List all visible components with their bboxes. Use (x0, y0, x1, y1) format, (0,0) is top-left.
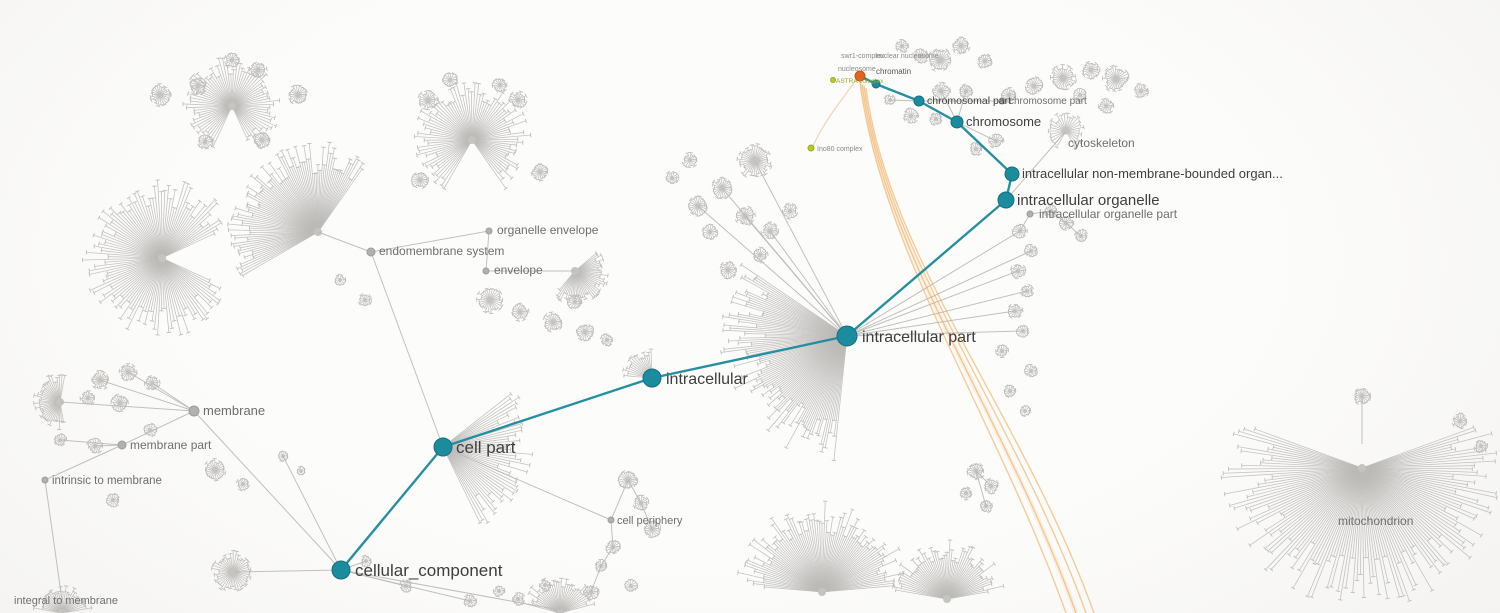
orange-link-bundle (812, 79, 1095, 613)
node-label-integral-to-membrane: integral to membrane (14, 595, 118, 607)
node-label-chromosomal-part: chromosomal part (927, 95, 1011, 107)
node-label-cytoskeleton: cytoskeleton (1068, 136, 1135, 150)
graph-node-intracellular-non-membrane-bounded-organelle[interactable] (1004, 166, 1020, 182)
node-label-membrane: membrane (203, 403, 265, 418)
tiny-cluster-label: nuclear nucleosome (876, 53, 939, 60)
node-label-cell-periphery: cell periphery (617, 515, 683, 527)
graph-node-intracellular-part[interactable] (836, 325, 858, 347)
node-label-membrane-part: membrane part (130, 438, 212, 452)
tiny-cluster-label: chromatin (876, 67, 911, 76)
graph-node-cellular-component[interactable] (331, 560, 351, 580)
node-label-cell-part: cell part (456, 438, 516, 457)
graph-node-intracellular[interactable] (642, 368, 662, 388)
orange-link-short (812, 79, 857, 147)
orange-link (863, 85, 1087, 613)
graph-labels: cellular_component cell part intracellular… (14, 53, 1413, 607)
path-edge-cellular-component--cell-part (340, 446, 444, 571)
graph-node-nucleosome-cluster[interactable] (871, 79, 881, 89)
node-label-mitochondrion: mitochondrion (1338, 514, 1413, 528)
node-label-intracellular-organelle: intracellular organelle (1017, 192, 1160, 209)
orange-link-glow (859, 83, 1079, 613)
graph-node-chromosome[interactable] (950, 115, 964, 129)
graph-node-astra-node[interactable] (830, 77, 836, 83)
graph-node-ino80-node[interactable] (807, 144, 815, 152)
node-label-chromosome-part: chromosome part (1009, 96, 1087, 107)
graph-node-endomembrane-system[interactable] (366, 247, 376, 257)
node-label-chromosome: chromosome (966, 114, 1041, 129)
graph-node-chromosome-part[interactable] (998, 97, 1006, 105)
graph-node-organelle-envelope[interactable] (485, 227, 493, 235)
tiny-cluster-label: Ino80 complex (817, 146, 863, 153)
graph-node-cell-periphery[interactable] (607, 516, 615, 524)
orange-link (865, 87, 1095, 613)
graph-node-membrane[interactable] (188, 405, 200, 417)
tiny-cluster-label: ASTRA complex (836, 78, 884, 85)
node-label-envelope: envelope (494, 263, 543, 277)
tiny-cluster-label: swr1-complex (841, 53, 885, 60)
node-label-organelle-envelope: organelle envelope (497, 223, 599, 237)
graph-node-chromosomal-part[interactable] (913, 95, 925, 107)
path-edge-intracellular--intracellular-part (651, 334, 848, 380)
path-edge-cell-part--intracellular (442, 376, 653, 449)
graph-node-nucleosome[interactable] (854, 70, 866, 82)
graph-nodes (41, 70, 1034, 580)
orange-link (861, 83, 1077, 613)
graph-node-envelope[interactable] (482, 267, 490, 275)
node-label-intracellular-organelle-part: intracellular organelle part (1039, 207, 1178, 221)
node-label-intracellular: intracellular (666, 371, 748, 388)
graph-node-intracellular-organelle[interactable] (997, 191, 1015, 209)
path-edge-intracellular-part--intracellular-organelle (846, 199, 1007, 337)
path-edge-chromosome--chromosomal-part (918, 99, 958, 124)
tiny-cluster-label: nucleosome (838, 66, 876, 73)
node-label-intracellular-non-membrane-bounded-organelle: intracellular non-membrane-bounded organ… (1022, 166, 1283, 181)
path-edge-chromosomal-part--nucleosome-cluster (875, 82, 920, 103)
graph-node-cell-part[interactable] (433, 437, 453, 457)
graph-node-intrinsic-to-membrane[interactable] (41, 476, 49, 484)
node-label-endomembrane-system: endomembrane system (379, 244, 504, 258)
graph-node-intracellular-organelle-part[interactable] (1026, 210, 1034, 218)
path-edge-intracellular-non-membrane-bounded-organelle--chromosome (956, 121, 1013, 175)
background-fan-clusters (32, 57, 1498, 613)
small-star-clusters (53, 36, 1489, 608)
node-label-intracellular-part: intracellular part (862, 329, 976, 346)
node-label-intrinsic-to-membrane: intrinsic to membrane (52, 475, 162, 487)
highlighted-path-edges (340, 74, 1014, 571)
orange-link (859, 81, 1067, 613)
graph-node-membrane-part[interactable] (117, 440, 127, 450)
node-label-cellular-component: cellular_component (355, 561, 503, 580)
gray-edges (44, 90, 1363, 611)
